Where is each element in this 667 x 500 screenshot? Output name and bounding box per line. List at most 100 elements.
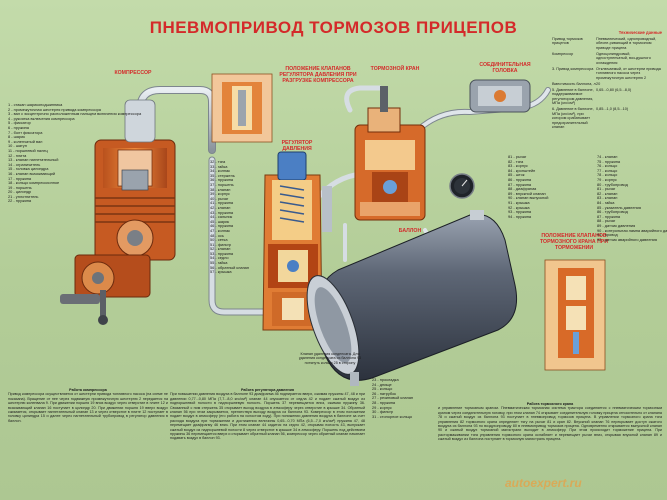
legend-item: 38 - клапан [210,186,231,192]
legend-item: 88 - диафрагма [508,186,537,192]
legend-item: 51 - фильтр [210,241,232,247]
compressor-description-title: Работа компрессора [69,388,107,392]
legend-item: 80 - трубопровод [597,181,628,187]
legend-item: 18 - кольцо компрессионное [8,180,60,186]
label-brake-valve: ТОРМОЗНОЙ КРАН [370,66,420,72]
label-tank: БАЛЛОН [398,228,422,234]
label-brake-valve-position: ПОЛОЖЕНИЕ КЛАПАНОВ ТОРМОЗНОГО КРАНА ПРИ … [540,233,608,251]
legend-item: 9 - коленчатый вал [8,138,43,144]
legend-item: 10 - шатун [8,143,27,149]
condensate-note: Клапан удаления конденсата. Для удаления… [298,352,362,365]
legend-item: 86 - трубопровод [597,209,628,215]
brake-valve-description-title: Работа тормозного крана [526,402,574,406]
legend-item: 37 - поршень [210,181,234,187]
legend-item: 94 - пружина [508,213,532,219]
legend-item: 92 - крышка [508,204,530,210]
regulator-description-title: Работа регулятора давления [240,388,295,392]
legend-item: 44 - сальник [210,214,233,220]
legend-item: 27 - резиновый клапан [372,395,414,401]
legend-item: 55 - гайка [210,260,228,266]
legend-item: 54 - седло [210,255,229,261]
legend-item: 57 - крышка [210,269,232,275]
legend-item: 82 - клапан [597,190,618,196]
label-compressor: КОМПРЕССОР [114,70,152,76]
legend-item: 91 - крышка [508,199,530,205]
legend-item: 42 - клапан [210,204,231,210]
legend-item: 86 - пружина [508,176,532,182]
legend-item: 1 - стакан шарикоподшипника [8,102,63,107]
coupling-head-illustration [469,79,531,113]
legend-item: 11 - поршневой палец [8,147,48,153]
legend-item: 8 - шарик [8,134,25,140]
legend-item: 25 - кольцо [372,386,393,392]
legend-item: 77 - кольцо [597,167,618,173]
legend-item: 30 - фильтр [372,409,394,415]
spec-row: 6. Давление в баллоне, МПа (кгс/см²), пр… [552,107,629,129]
legend-item: 12 - плита [8,152,27,158]
label-pressure-regulator: РЕГУЛЯТОР ДАВЛЕНИЯ [281,140,313,152]
legend-item: 35 - стержень [210,172,235,178]
legend-item: 91 - провод [597,232,618,238]
legend-item: 50 - сетка [210,237,228,243]
legend-item: 93 - пружина [508,209,532,215]
compressor-illustration [60,99,176,325]
technical-specs: Технические данные Привод тормозов прице… [552,30,662,130]
legend-item: 21 - уплотнитель [8,193,39,199]
label-valve-position: ПОЛОЖЕНИЕ КЛАПАНОВ РЕГУЛЯТОРА ДАВЛЕНИЯ П… [279,66,357,84]
legend-item: 78 - кольцо [597,172,618,178]
legend-item: 47 - колпак [210,227,230,233]
legend-item: 87 - пружина [508,181,532,187]
legend-item: 19 - поршень [8,184,32,190]
legend-item: 89 - впускной клапан [508,190,546,196]
legend-item: 53 - пружина [210,250,234,256]
legend-item: 56 - обратный клапан [210,264,249,270]
legend-item: 23 - прокладка [372,377,399,382]
legend-item: 85 - указатель давления [597,204,641,210]
legend-item: 6 - пружина [8,124,29,130]
legend-item: 28 - пружина [372,399,396,405]
legend-item: 83 - клапан [597,195,618,201]
legend-item: 39 - корпус [210,191,230,197]
legend-item: 24 - днище [372,381,392,387]
legend-item: 34 - колпак [210,168,230,174]
legend-item: 40 - рычаг [210,195,229,201]
legend-item: 75 - пружина [597,158,621,164]
regulator-description: Работа регулятора давления При повышении… [170,388,365,493]
legend-item: 14 - ограничитель [8,161,41,167]
legend-item: 2 - промежуточная шестерня привода компр… [8,106,101,112]
watermark-logo: autoexpert.ru [505,476,582,490]
legend-item: 36 - пружина [210,177,234,183]
legend-item: 31 - стопорное кольцо [372,413,413,419]
legend-item: 15 - головка цилиндра [8,166,49,172]
legend-item: 84 - гайка [597,199,615,205]
legend-item: 88 - рычаг [597,218,616,224]
legend-item: 22 - пружина [8,198,32,204]
legend-item: 3 - вал с эксцентрично расположенным пал… [8,111,142,117]
legend-item: 83 - корпус [508,163,528,169]
regulator-unloading-inset [211,73,273,143]
legend-item: 45 - шарик [210,218,230,224]
legend-item: 84 - кронштейн [508,167,536,173]
compressor-description: Работа компрессора Привод компрессора ос… [8,388,168,488]
right-legend: 74 - клапан 75 - пружина 76 - кольцо 77 … [597,154,667,242]
legend-item: 29 - корпус [372,404,392,410]
legend-item: 13 - клапан нагнетательный [8,157,59,163]
legend-item: 87 - пружина [597,213,621,219]
legend-item: 26 - патрубок [372,390,396,396]
legend-item: 20 - цилиндр [8,189,32,195]
brake-valve-illustration [354,86,426,221]
specs-header: Технические данные [618,30,662,35]
brake-valve-braking-inset [544,259,606,371]
legend-item: 74 - клапан [597,154,618,159]
brake-valve-legend: 81 - рычаг 82 - тяга 83 - корпус 84 - кр… [508,154,556,219]
air-tank-illustration [306,210,518,386]
legend-item: 4 - рукоятка включения компрессора [8,115,75,121]
legend-item: 89 - датчик давления [597,222,636,228]
legend-item: 85 - шток [508,172,525,178]
legend-item: 7 - болт фиксатора [8,129,43,135]
